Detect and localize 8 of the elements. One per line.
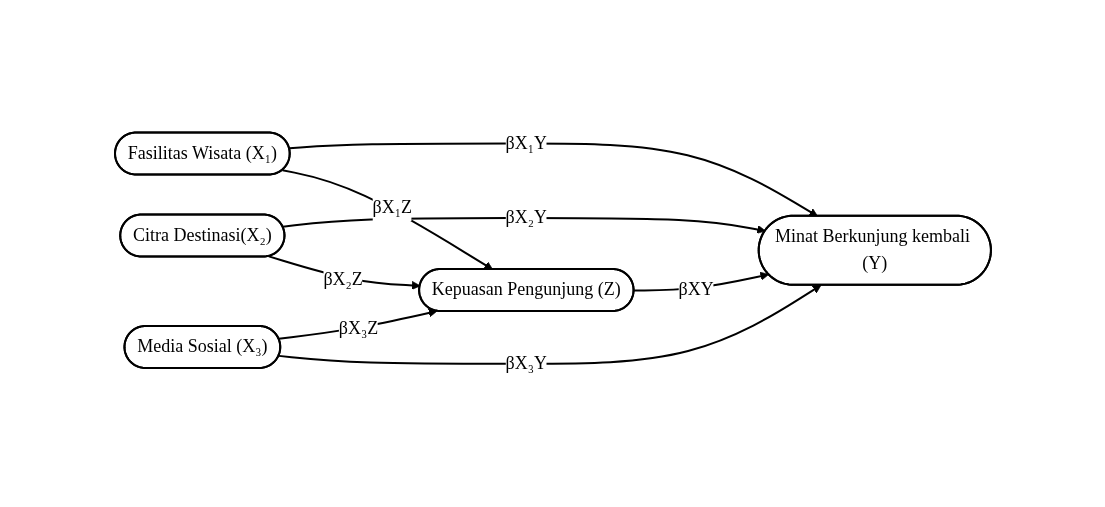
edge-label: βX₃Z bbox=[338, 317, 378, 338]
edge-label: βXY bbox=[678, 279, 714, 300]
edge-label: βX₁Z bbox=[372, 197, 412, 218]
arrow bbox=[281, 169, 493, 270]
edge-label: βX₂Y bbox=[505, 207, 547, 228]
edge-label: βX₂Z bbox=[322, 268, 363, 289]
edge-label: βX₁Y bbox=[505, 132, 547, 153]
edge-label: βX₃Y bbox=[505, 353, 547, 374]
